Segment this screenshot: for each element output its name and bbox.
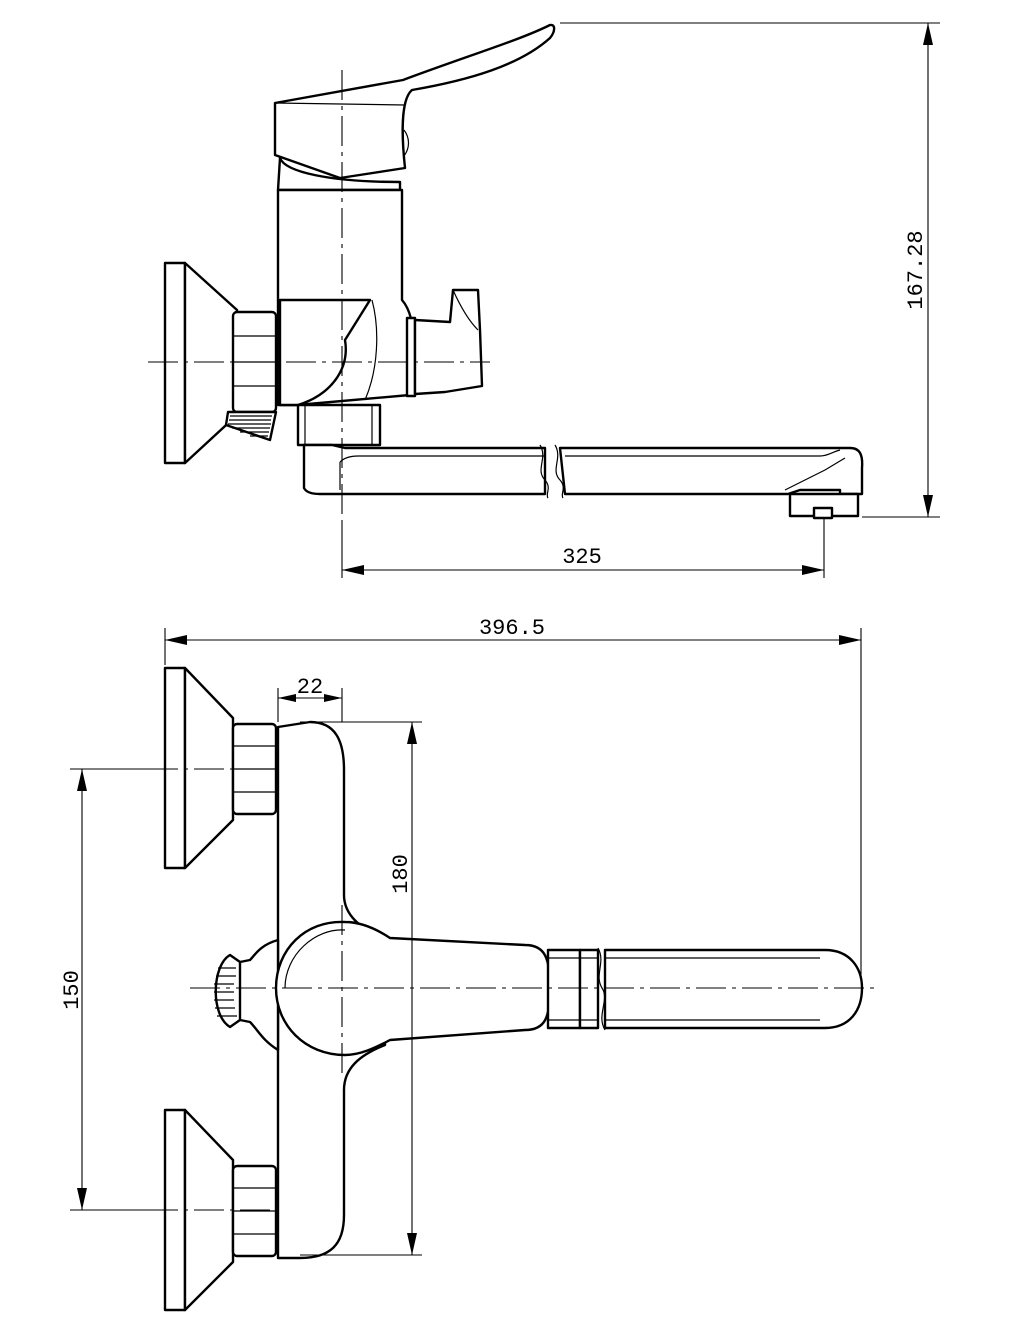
side-view: 167.28 325 bbox=[148, 22, 940, 578]
side-wall-flange bbox=[163, 261, 239, 465]
dim-inlet-spacing-label: 150 bbox=[60, 970, 85, 1010]
dim-body-height-label: 180 bbox=[389, 854, 414, 894]
side-mixer-body bbox=[276, 188, 416, 407]
dim-body-offset: 22 bbox=[277, 675, 343, 722]
side-outlet-nut bbox=[296, 403, 382, 447]
top-diverter bbox=[214, 938, 280, 1052]
side-diverter-knob bbox=[405, 288, 484, 398]
dim-height-label: 167.28 bbox=[904, 230, 929, 309]
side-aerator bbox=[788, 492, 860, 520]
side-cartridge-collar bbox=[276, 156, 402, 192]
dim-overall-length-label: 396.5 bbox=[479, 616, 545, 641]
side-thread bbox=[224, 410, 278, 442]
dim-height: 167.28 bbox=[560, 22, 940, 518]
top-spout bbox=[546, 947, 864, 1031]
dim-spout-reach-label: 325 bbox=[562, 545, 602, 570]
dim-inlet-spacing: 150 bbox=[60, 768, 150, 1211]
top-upper-flange bbox=[163, 666, 278, 870]
side-spout bbox=[302, 443, 864, 499]
dim-body-height: 180 bbox=[300, 721, 422, 1256]
dim-body-offset-label: 22 bbox=[297, 675, 323, 700]
dim-overall-length: 396.5 bbox=[164, 616, 862, 985]
side-lever-handle bbox=[273, 23, 556, 180]
dim-spout-reach: 325 bbox=[341, 518, 825, 578]
top-view: 396.5 bbox=[60, 616, 875, 1312]
